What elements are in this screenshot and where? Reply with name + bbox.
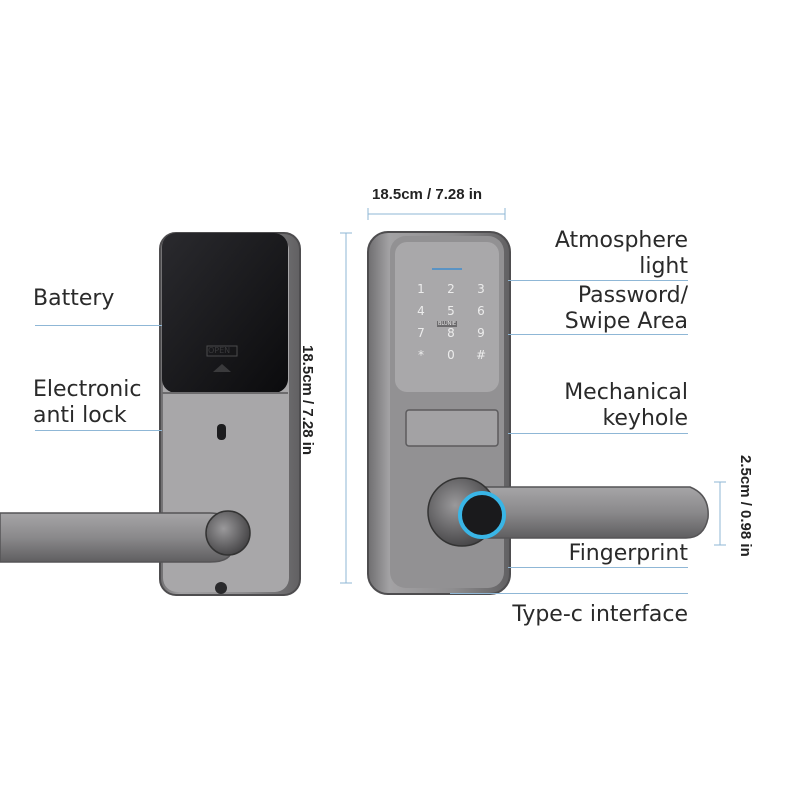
- width-dimension: 18.5cm / 7.28 in: [372, 186, 483, 203]
- key-1: 1: [417, 282, 425, 296]
- keyhole-cover: [405, 409, 499, 447]
- keypad-panel: [395, 242, 499, 392]
- atmosphere-light-leader: [508, 280, 688, 281]
- battery-open-text: OPEN: [208, 346, 231, 355]
- password-swipe-leader: [508, 334, 688, 335]
- electronic-anti-lock-label: Electronic anti lock: [33, 377, 141, 429]
- chevron-up-icon: [213, 364, 231, 372]
- height-dimension: 18.5cm / 7.28 in: [299, 345, 316, 456]
- battery-label-text: Battery: [33, 286, 115, 311]
- keypad: 1 2 3 4 5 6 7 8 9 * 0 #: [406, 282, 498, 362]
- key-9: 9: [477, 326, 485, 340]
- depth-dimension: 2.5cm / 0.98 in: [737, 455, 754, 557]
- password-swipe-label: Password/ Swipe Area: [520, 283, 688, 335]
- fingerprint-leader: [508, 567, 688, 568]
- key-0: 0: [447, 348, 455, 362]
- anti-lock-switch: [217, 424, 226, 440]
- battery-cover: [162, 233, 288, 393]
- mechanical-keyhole-line2: keyhole: [602, 406, 688, 431]
- fingerprint-label-text: Fingerprint: [568, 541, 688, 566]
- inside-handle-rose: [205, 510, 251, 556]
- key-7: 7: [417, 326, 425, 340]
- key-6: 6: [477, 304, 485, 318]
- battery-label: Battery: [33, 286, 114, 312]
- atmosphere-light-label: Atmosphere light: [520, 228, 688, 280]
- type-c-leader: [450, 593, 688, 594]
- atmosphere-light-line2: light: [639, 254, 688, 279]
- key-8: 8: [447, 326, 455, 340]
- anti-lock-leader: [35, 430, 162, 431]
- screw-icon: [215, 582, 227, 594]
- key-hash: #: [475, 348, 487, 362]
- key-star: *: [418, 348, 424, 362]
- dimension-lines: [340, 208, 726, 584]
- type-c-label-text: Type-c interface: [512, 602, 688, 627]
- battery-open-label-box: [206, 345, 238, 357]
- inside-unit: [0, 232, 301, 596]
- fingerprint-sensor-icon: [458, 491, 506, 539]
- key-5: 5: [447, 304, 455, 318]
- outside-unit: [367, 231, 709, 595]
- keypad-brand: BLUNIE: [437, 321, 458, 327]
- mechanical-keyhole-label: Mechanical keyhole: [520, 380, 688, 432]
- fingerprint-label: Fingerprint: [520, 541, 688, 567]
- mechanical-keyhole-line1: Mechanical: [564, 380, 688, 405]
- electronic-anti-lock-line2: anti lock: [33, 403, 127, 428]
- key-2: 2: [447, 282, 455, 296]
- password-swipe-line1: Password/: [577, 283, 688, 308]
- atmosphere-light-line1: Atmosphere: [554, 228, 688, 253]
- inside-handle: [0, 512, 233, 563]
- key-4: 4: [417, 304, 425, 318]
- password-swipe-line2: Swipe Area: [564, 309, 688, 334]
- key-3: 3: [477, 282, 485, 296]
- keyhole-leader: [508, 433, 688, 434]
- type-c-label: Type-c interface: [480, 602, 688, 628]
- atmosphere-light-bar: [432, 268, 462, 270]
- electronic-anti-lock-line1: Electronic: [33, 377, 142, 402]
- outside-handle: [449, 486, 709, 539]
- battery-leader: [35, 325, 162, 326]
